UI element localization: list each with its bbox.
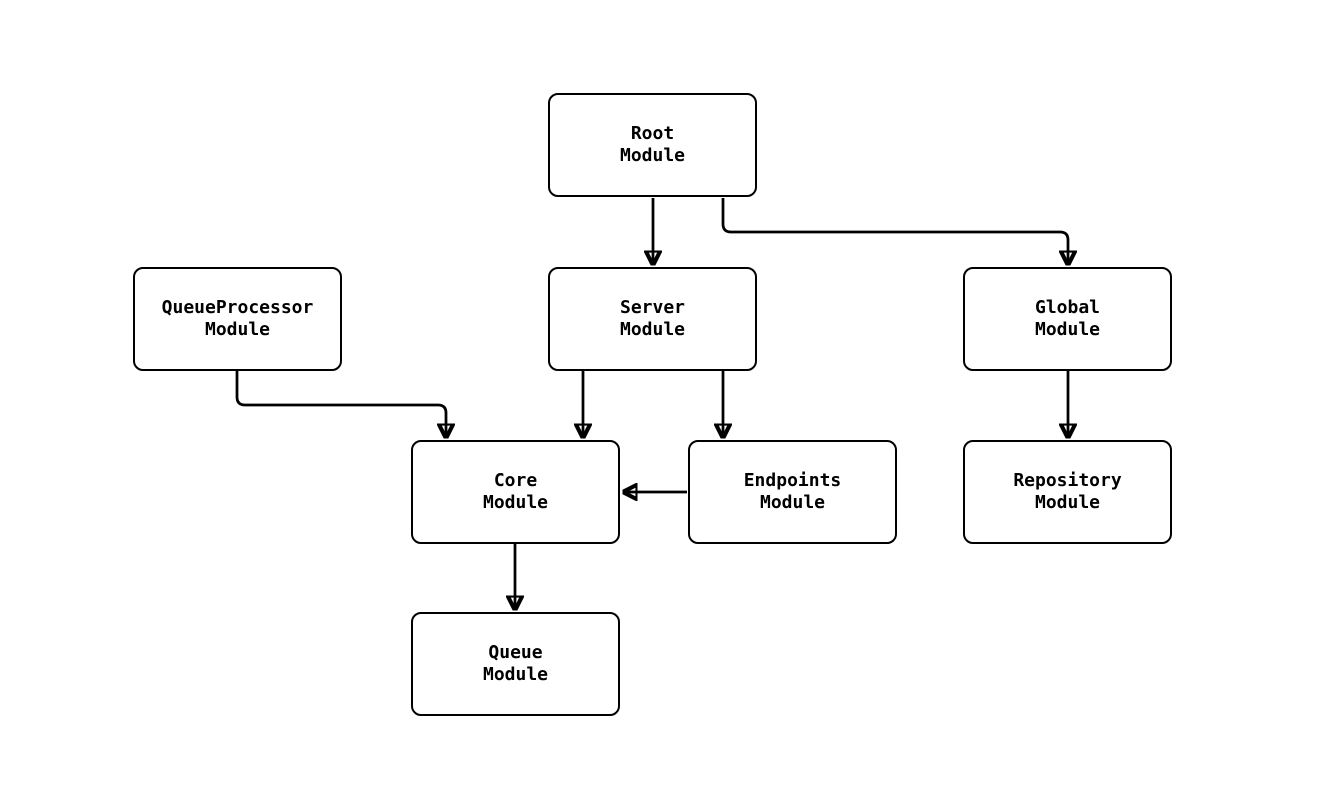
node-label-line2: Module — [204, 319, 271, 340]
node-label-line1: Endpoints — [743, 470, 842, 491]
node-label-line2: Module — [1034, 319, 1101, 340]
edge-root-to-global — [721, 198, 1068, 264]
edge-queueprocessor-to-core — [235, 371, 446, 437]
node-label-line2: Module — [1034, 492, 1101, 513]
node-label-line2: Module — [482, 492, 549, 513]
node-server-module: Server Module — [548, 267, 757, 371]
node-repository-module: Repository Module — [963, 440, 1172, 544]
node-label-line1: Global — [1034, 297, 1101, 318]
node-label-line1: Server — [619, 297, 686, 318]
node-label-line1: QueueProcessor — [161, 297, 314, 318]
node-label-line2: Module — [759, 492, 826, 513]
node-label-line2: Module — [619, 145, 686, 166]
node-root-module: Root Module — [548, 93, 757, 197]
node-label-line1: Core — [493, 470, 538, 491]
node-queueprocessor-module: QueueProcessor Module — [133, 267, 342, 371]
node-label-line2: Module — [482, 664, 549, 685]
node-queue-module: Queue Module — [411, 612, 620, 716]
node-label-line1: Queue — [488, 642, 543, 663]
node-core-module: Core Module — [411, 440, 620, 544]
node-global-module: Global Module — [963, 267, 1172, 371]
node-label-line1: Repository — [1013, 470, 1122, 491]
node-label-line1: Root — [630, 123, 675, 144]
node-endpoints-module: Endpoints Module — [688, 440, 897, 544]
node-label-line2: Module — [619, 319, 686, 340]
